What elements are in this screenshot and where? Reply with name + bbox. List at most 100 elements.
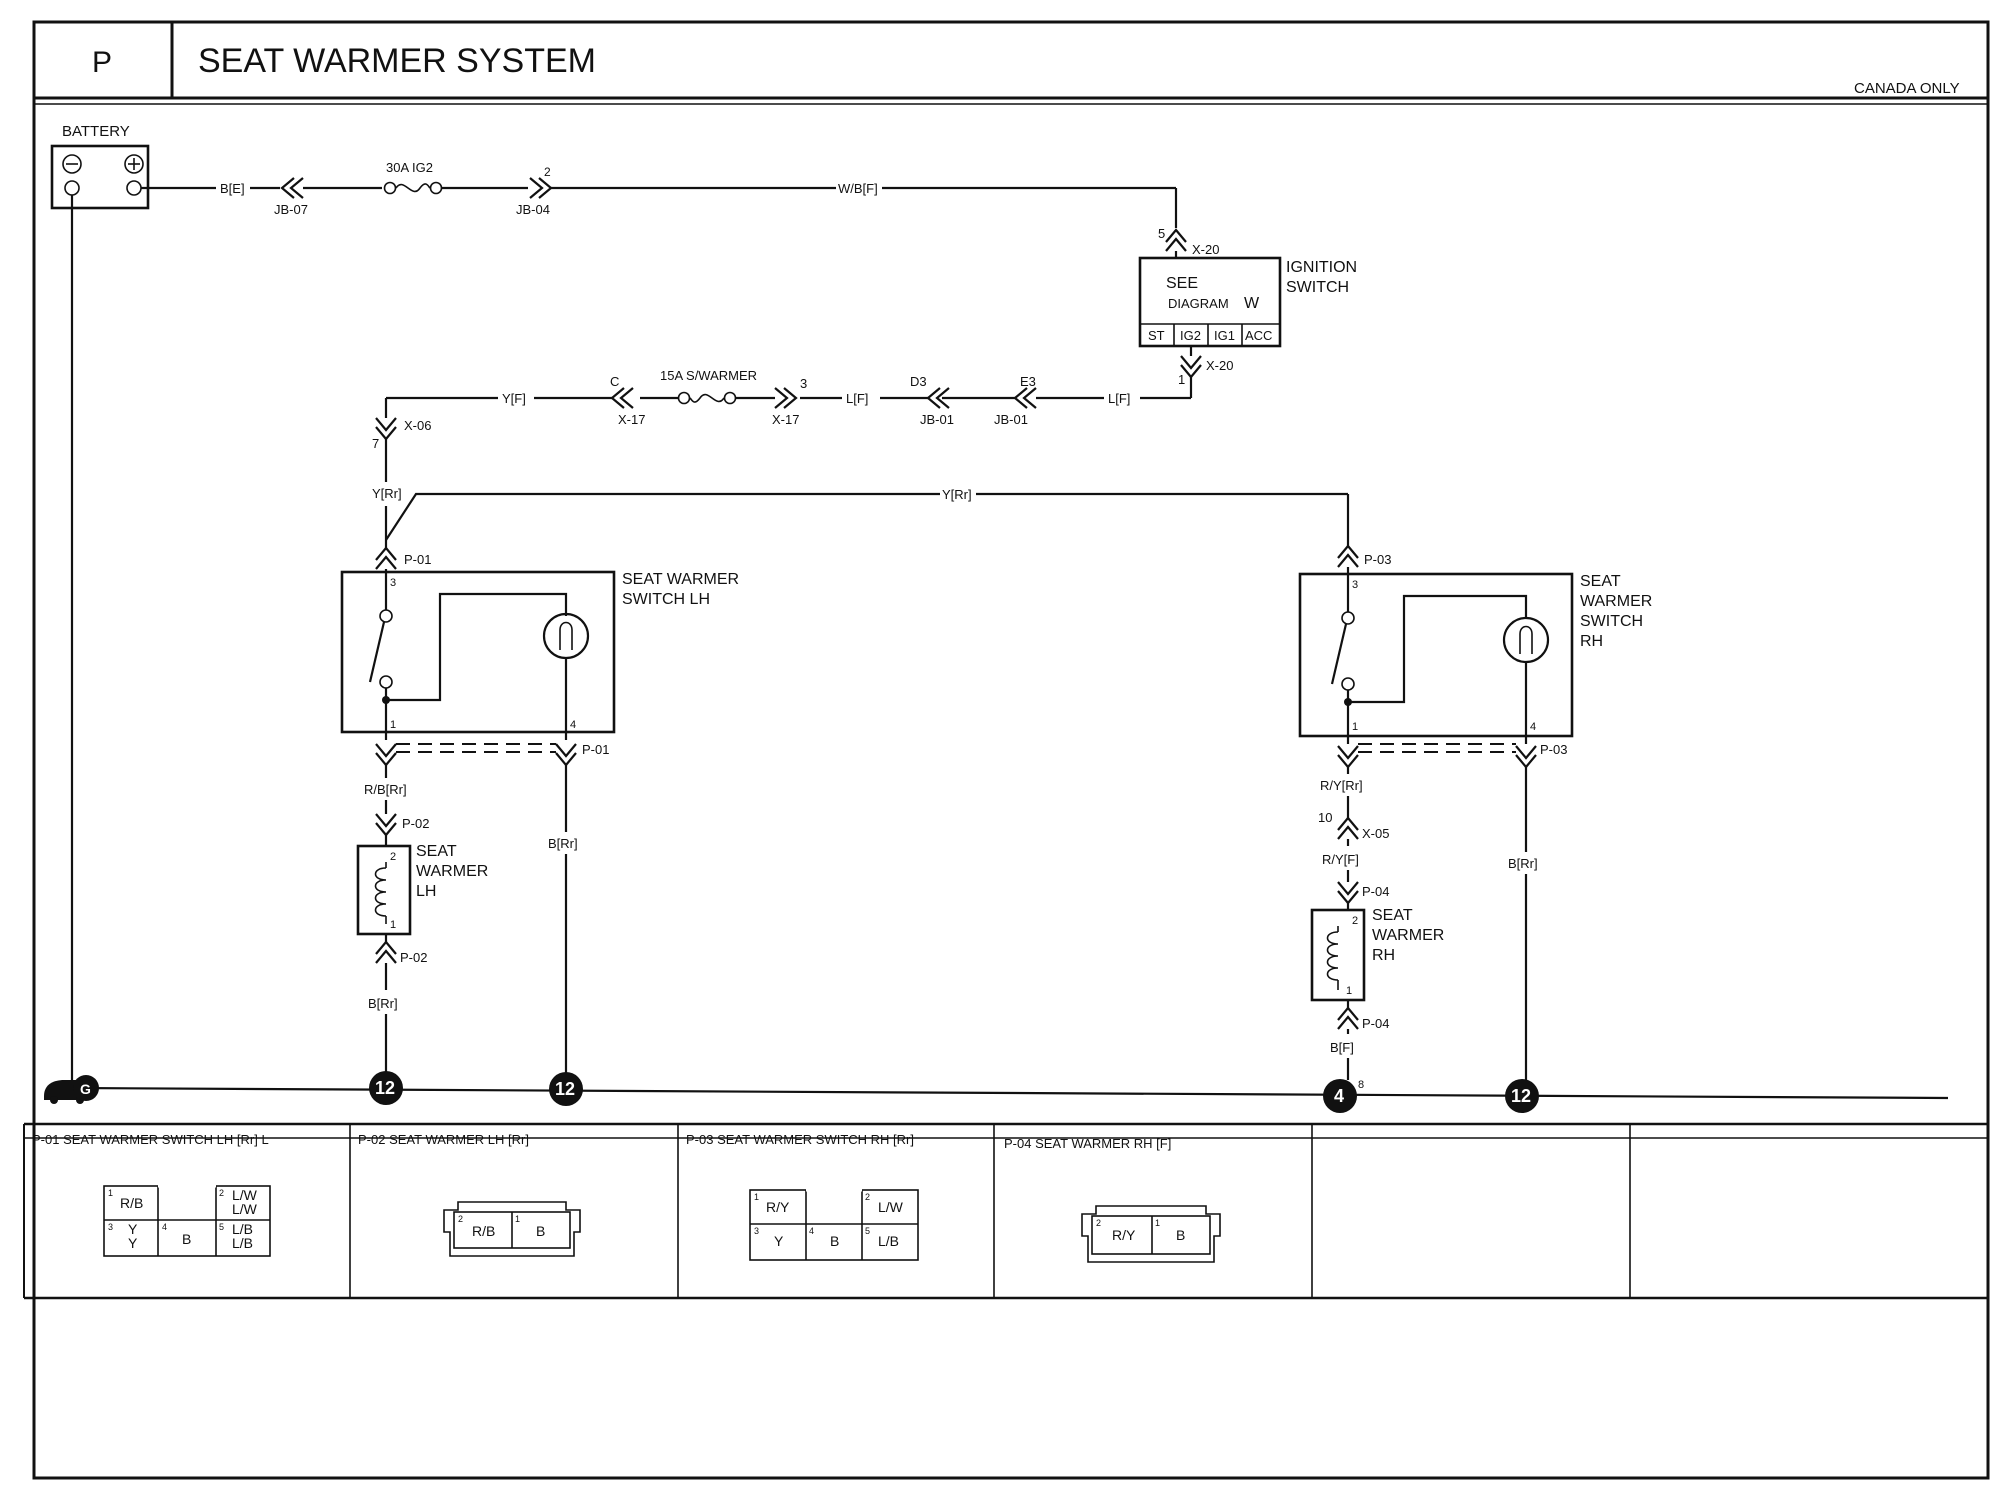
- connector-jb04: JB-04: [516, 202, 550, 217]
- connector-x20-out: X-20: [1206, 358, 1233, 373]
- warmer-rh-label-1: SEAT: [1372, 907, 1413, 924]
- connector-view-p01-title: P-01 SEAT WARMER SWITCH LH [Rr] L: [32, 1132, 269, 1147]
- page-frame: [32, 20, 1990, 1480]
- ground-chassis-label: G: [80, 1081, 91, 1097]
- wire-label-rh-sw-out: R/Y[Rr]: [1320, 778, 1363, 793]
- connector-arrow-p01-in: [375, 546, 397, 570]
- switch-rh-label-1: SEAT: [1580, 573, 1621, 590]
- connector-arrow-p03-in: [1337, 544, 1359, 568]
- connector-arrow-p01-out-1: [375, 743, 397, 767]
- wire-label-rh-lamp-gnd: B[Rr]: [1508, 856, 1538, 871]
- wire-label-lh-sw-out: R/B[Rr]: [364, 782, 407, 797]
- connector-arrow-jb01-b: [1013, 387, 1037, 409]
- switch-rh-pin-top: 3: [1352, 579, 1358, 591]
- p01-cell-4: B: [182, 1231, 191, 1247]
- connector-arrow-x17-left: [610, 387, 634, 409]
- page-title: SEAT WARMER SYSTEM: [198, 42, 596, 80]
- p03-cell-5-pin: 5: [865, 1226, 870, 1236]
- warmer-lh-pin-bottom: 1: [390, 919, 396, 931]
- lh-heater-circuit: R/B[Rr] P-02 2 1 SEAT WARMER LH P-02 B[R…: [356, 765, 488, 1074]
- ground-point-rh-lamp: 12: [1505, 1079, 1539, 1113]
- seat-warmer-switch-lh: P-01 3 1 4 SEAT WARMER SWITCH LH P-01: [340, 546, 739, 767]
- connector-x17-right-pin: 3: [800, 376, 807, 391]
- seat-warmer-lh-box: [356, 844, 412, 936]
- battery-positive-terminal: [126, 180, 142, 196]
- connector-view-p04-title: P-04 SEAT WARMER RH [F]: [1004, 1136, 1171, 1151]
- wire-label-ign-out-left: L[F]: [846, 391, 868, 406]
- switch-rh-label-2: WARMER: [1580, 593, 1652, 610]
- connector-view-p01: P-01 SEAT WARMER SWITCH LH [Rr] L 1 R/B …: [32, 1132, 271, 1257]
- connector-p04-top: P-04: [1362, 884, 1389, 899]
- ground-rh-lamp-label: 12: [1511, 1086, 1531, 1106]
- ground-point-lh-lamp: 12: [549, 1072, 583, 1106]
- switch-lh-box: [340, 570, 616, 734]
- connector-x17-left: X-17: [618, 412, 645, 427]
- p01-cell-2b: L/W: [232, 1201, 258, 1217]
- ignition-see-text: SEE: [1166, 275, 1198, 292]
- p03-cell-1: R/Y: [766, 1199, 790, 1215]
- switch-lh-pin-br: 4: [570, 719, 576, 731]
- connector-x17-right: X-17: [772, 412, 799, 427]
- connector-arrow-p04-top: [1337, 881, 1359, 905]
- warmer-rh-pin-top: 2: [1352, 915, 1358, 927]
- p01-cell-3b: Y: [128, 1235, 138, 1251]
- battery-label: BATTERY: [62, 123, 130, 140]
- switch-rh-label-3: SWITCH: [1580, 613, 1643, 630]
- switch-lh-label-2: SWITCH LH: [622, 591, 710, 608]
- plus-in-circle-icon: [124, 154, 144, 174]
- connector-p02-bottom: P-02: [400, 950, 427, 965]
- p03-cell-4: B: [830, 1233, 839, 1249]
- connector-arrow-x20-in: [1165, 228, 1187, 252]
- warmer-lh-label-3: LH: [416, 883, 436, 900]
- p02-cell-1: R/B: [472, 1223, 495, 1239]
- connector-arrow-p04-bottom: [1337, 1006, 1359, 1030]
- ground-lh-heater-label: 12: [375, 1078, 395, 1098]
- connector-arrow-p03-out-4: [1515, 745, 1537, 769]
- battery: BATTERY: [50, 123, 150, 210]
- ignition-switch-label-1: IGNITION: [1286, 259, 1357, 276]
- ignition-switch-label-2: SWITCH: [1286, 279, 1349, 296]
- switch-lh-pin-top: 3: [390, 577, 396, 589]
- minus-in-circle-icon: [62, 154, 82, 174]
- connector-x17-left-pin: C: [610, 374, 619, 389]
- p03-cell-1-pin: 1: [754, 1192, 759, 1202]
- connector-view-p03: P-03 SEAT WARMER SWITCH RH [Rr] 1 R/Y 2 …: [686, 1132, 919, 1261]
- p04-cell-1-pin: 2: [1096, 1218, 1101, 1228]
- connector-jb04-pin: 2: [544, 165, 551, 179]
- wire-label-lh-lamp-gnd: B[Rr]: [548, 836, 578, 851]
- connector-arrow-p02-bottom: [375, 940, 397, 964]
- p02-cell-2: B: [536, 1223, 545, 1239]
- p03-cell-5: L/B: [878, 1233, 899, 1249]
- seat-warmer-switch-rh: P-03 3 1 4 SEAT WARMER SWITCH RH P-03: [1298, 544, 1652, 769]
- indicator-lamp-icon: [1502, 616, 1550, 664]
- p01-cell-2-pin: 2: [219, 1188, 224, 1198]
- fuse-warmer-label: 15A S/WARMER: [660, 368, 757, 383]
- switch-lh-label-1: SEAT WARMER: [622, 571, 739, 588]
- switch-rh-pin-br: 4: [1530, 721, 1536, 733]
- fuse-main-label: 30A IG2: [386, 160, 433, 175]
- connector-jb01-b: JB-01: [994, 412, 1028, 427]
- chassis-ground-icon: G: [44, 1075, 99, 1104]
- header: P SEAT WARMER SYSTEM CANADA ONLY: [32, 20, 1990, 1480]
- warmer-lh-pin-top: 2: [390, 851, 396, 863]
- region-note: CANADA ONLY: [1854, 80, 1960, 97]
- wire-label-ign-out-right: L[F]: [1108, 391, 1130, 406]
- ignition-pos-acc: ACC: [1245, 328, 1272, 343]
- fuse-15a-icon: [677, 391, 737, 405]
- switch-rh-label-4: RH: [1580, 633, 1603, 650]
- battery-negative-terminal: [64, 180, 80, 196]
- p01-cell-3a: Y: [128, 1221, 138, 1237]
- wire-label-battery-out: B[E]: [220, 181, 245, 196]
- ground-bus: G 12 12 4 8 12: [44, 195, 1949, 1113]
- switch-rh-box: [1298, 572, 1574, 738]
- connector-p01-out: P-01: [582, 742, 609, 757]
- wire-label-rh-heater-gnd: B[F]: [1330, 1040, 1354, 1055]
- heater-coil-icon: [374, 862, 387, 924]
- connector-arrow-p01-out-4: [555, 743, 577, 767]
- wire-label-feed-rh: Y[Rr]: [942, 487, 972, 502]
- heater-coil-icon: [1326, 926, 1339, 990]
- rh-heater-circuit: R/Y[Rr] 10 X-05 R/Y[F] P-04 2 1 SEAT WAR…: [1310, 767, 1444, 1080]
- connector-arrow-jb07: [280, 177, 304, 199]
- section-code: P: [92, 46, 112, 79]
